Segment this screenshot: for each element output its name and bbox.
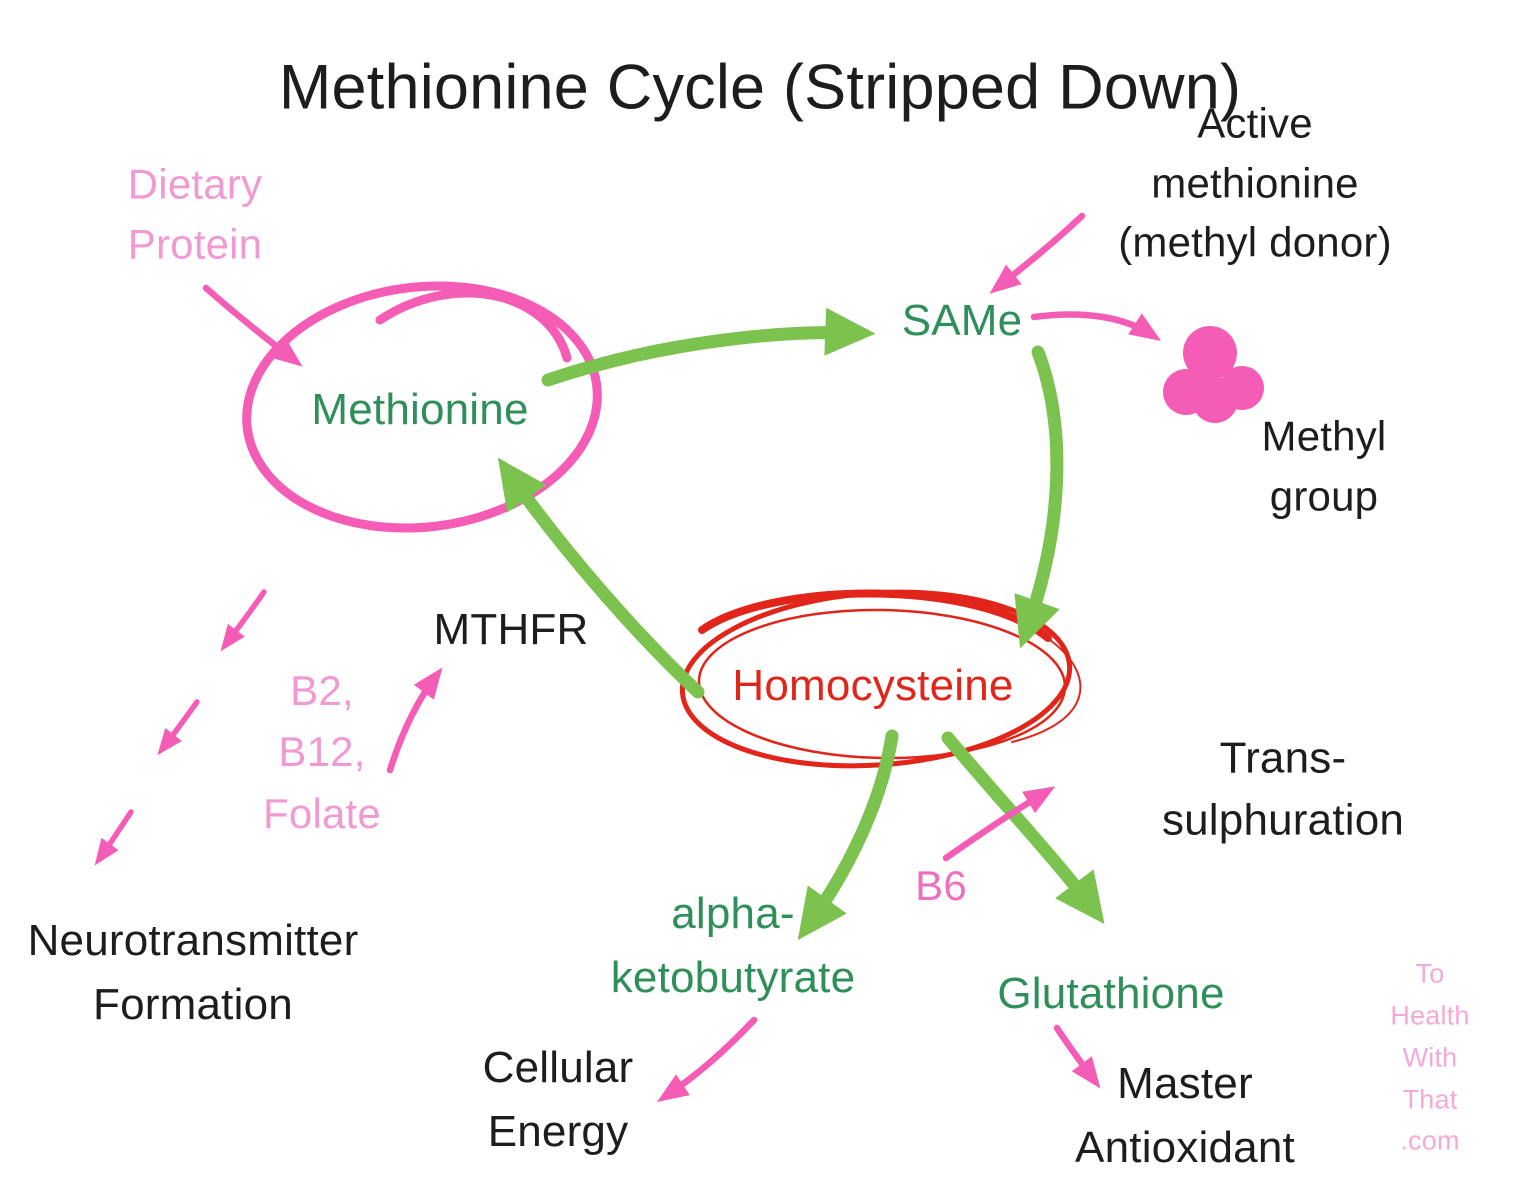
- label-active-methionine: Active methionine (methyl donor): [1118, 99, 1392, 266]
- label-cellular-energy: Cellular Energy: [482, 1042, 634, 1156]
- arrow-alphaketobutyrate-to-cellular-energy: [657, 1016, 758, 1103]
- arrow-homocysteine-to-alphaketobutyrate: [797, 729, 899, 941]
- methionine-ellipse: [242, 281, 602, 533]
- label-same: SAMe: [901, 295, 1023, 345]
- arrow-bvitamins-to-mthfr: [386, 667, 443, 774]
- label-glutathione: Glutathione: [997, 968, 1225, 1018]
- diagram-title: Methionine Cycle (Stripped Down): [278, 52, 1242, 123]
- arrow-glutathione-to-master-antioxidant: [1053, 1024, 1101, 1089]
- label-dietary-protein: Dietary Protein: [127, 160, 263, 267]
- methyl-group-icon: [1163, 326, 1264, 423]
- arrow-homocysteine-to-methionine: [497, 457, 705, 699]
- label-methyl-group: Methyl group: [1261, 412, 1387, 519]
- label-mthfr: MTHFR: [433, 604, 589, 654]
- arrow-dietary-to-methionine: [202, 284, 303, 367]
- label-trans-sulphuration: Trans-sulphuration: [1161, 733, 1405, 845]
- watermark-tohealthwiththat: To Health With That .com: [1390, 958, 1470, 1156]
- arrow-dashed-segment-2: [157, 699, 200, 756]
- label-homocysteine: Homocysteine: [732, 660, 1014, 710]
- arrow-active-methionine-to-same: [989, 212, 1086, 294]
- label-methionine: Methionine: [311, 384, 529, 434]
- label-alpha-ketobutyrate: alpha- ketobutyrate: [610, 888, 856, 1002]
- arrow-same-to-methyl-group: [1030, 311, 1162, 341]
- arrow-methionine-to-same: [541, 307, 876, 387]
- label-master-antioxidant: Master Antioxidant: [1075, 1058, 1295, 1172]
- arrow-dashed-segment-3: [94, 809, 134, 866]
- arrow-homocysteine-to-glutathione: [941, 731, 1105, 924]
- arrow-same-to-homocysteine: [1014, 345, 1064, 649]
- label-neurotransmitter-formation: Neurotransmitter Formation: [27, 915, 359, 1029]
- label-b-vitamins: B2, B12, Folate: [263, 667, 381, 837]
- arrow-dashed-segment-1: [220, 589, 267, 652]
- label-b6: B6: [915, 862, 967, 910]
- arrow-b6-to-trans-sulphuration: [942, 786, 1056, 862]
